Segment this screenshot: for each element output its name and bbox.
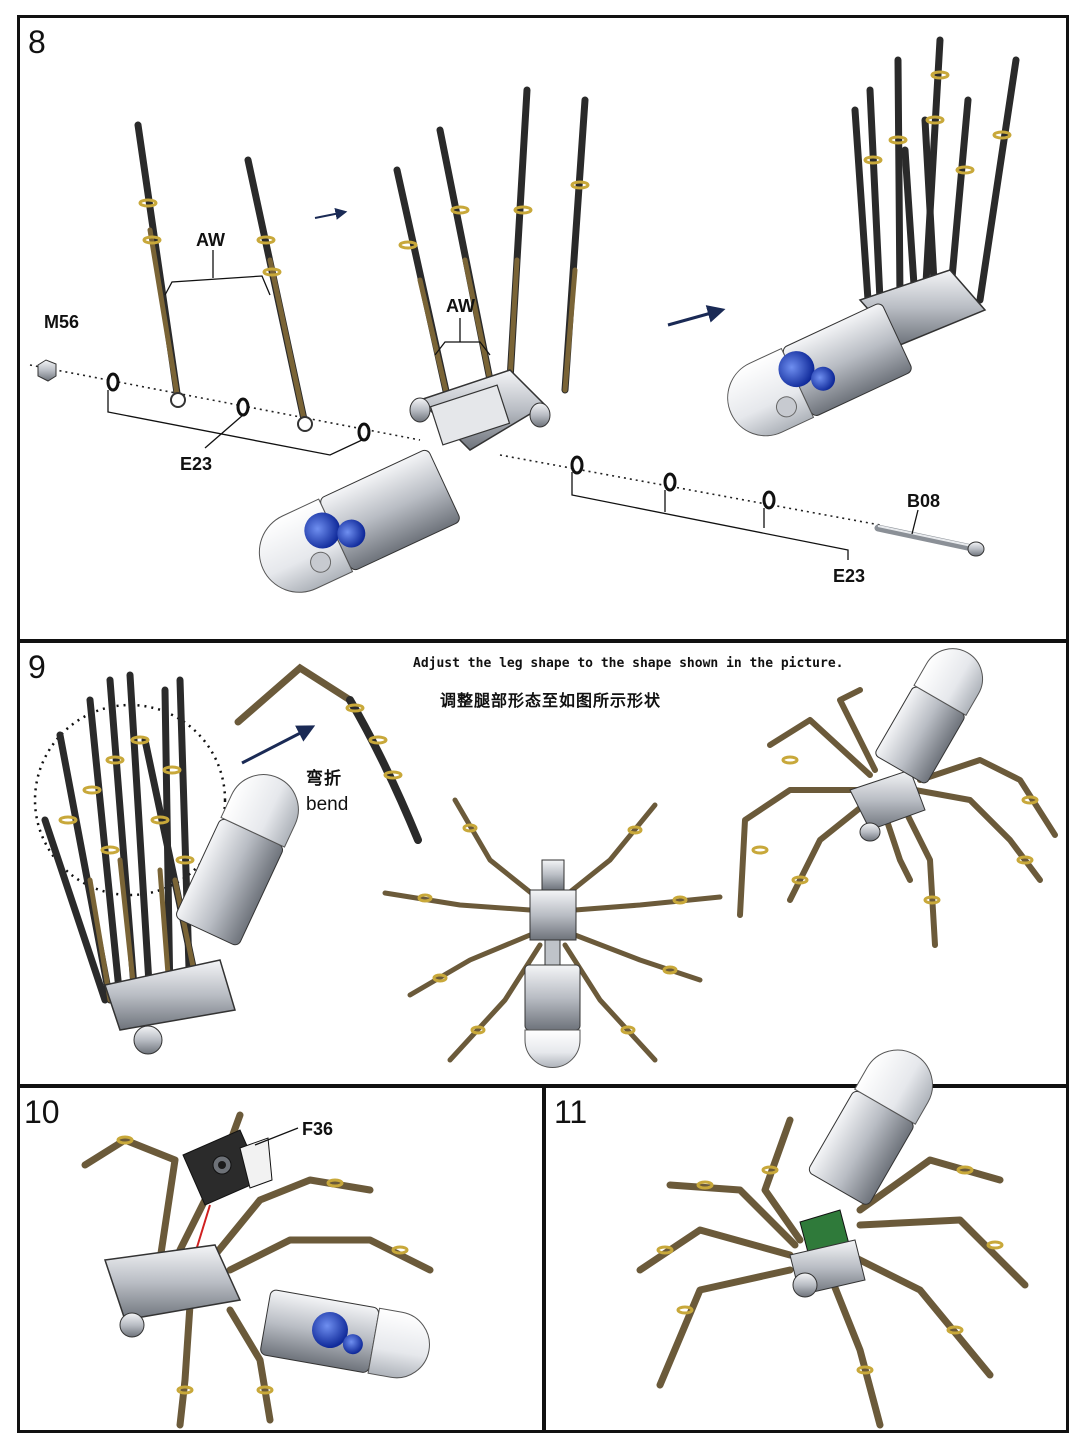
e23-label: E23 (833, 566, 866, 586)
m56-label: M56 (44, 312, 80, 332)
direction-arrow-small (314, 207, 348, 220)
step-9-drawing (33, 648, 1058, 1068)
folded-spider-step8 (727, 36, 1020, 437)
e23-left-leader (107, 390, 363, 456)
step-number: 11 (554, 1094, 588, 1130)
e23-label: E23 (180, 454, 213, 474)
direction-arrow (667, 305, 726, 327)
spider-body-step8 (258, 86, 590, 593)
washers-left (106, 372, 371, 442)
spider-perspective-view (737, 687, 1058, 948)
step-10-drawing (81, 1111, 434, 1429)
instruction-english: Adjust the leg shape to the shape shown … (413, 656, 844, 671)
f36-label: F36 (302, 1119, 334, 1139)
bend-label-chinese: 弯折 (306, 769, 342, 789)
m56-nut (37, 359, 57, 382)
assembly-axis-right (499, 454, 881, 526)
step-10-panel: 10 (17, 1085, 545, 1433)
b08-bolt (874, 509, 985, 557)
aw-center-leader (434, 341, 491, 356)
aw-label: AW (196, 230, 225, 250)
spider-top-view (382, 797, 723, 1063)
b08-label: B08 (907, 491, 941, 511)
washers-right (570, 455, 776, 510)
e23-right-leader (571, 472, 849, 560)
aw-legs-separate (134, 121, 313, 432)
assembly-axis-left (29, 364, 421, 441)
bent-leg-example (234, 663, 422, 844)
step-number: 9 (28, 649, 46, 685)
bend-label-english: bend (306, 794, 349, 815)
instruction-chinese: 调整腿部形态至如图所示形状 (440, 691, 662, 710)
f36-module (182, 1127, 299, 1206)
aw-label: AW (446, 296, 475, 316)
step-number: 8 (28, 24, 46, 60)
aw-left-leader (164, 275, 271, 296)
step-number: 10 (24, 1094, 60, 1130)
step-8-drawing (29, 36, 1020, 593)
direction-arrow (241, 725, 316, 765)
step-11-drawing (636, 1049, 1029, 1429)
